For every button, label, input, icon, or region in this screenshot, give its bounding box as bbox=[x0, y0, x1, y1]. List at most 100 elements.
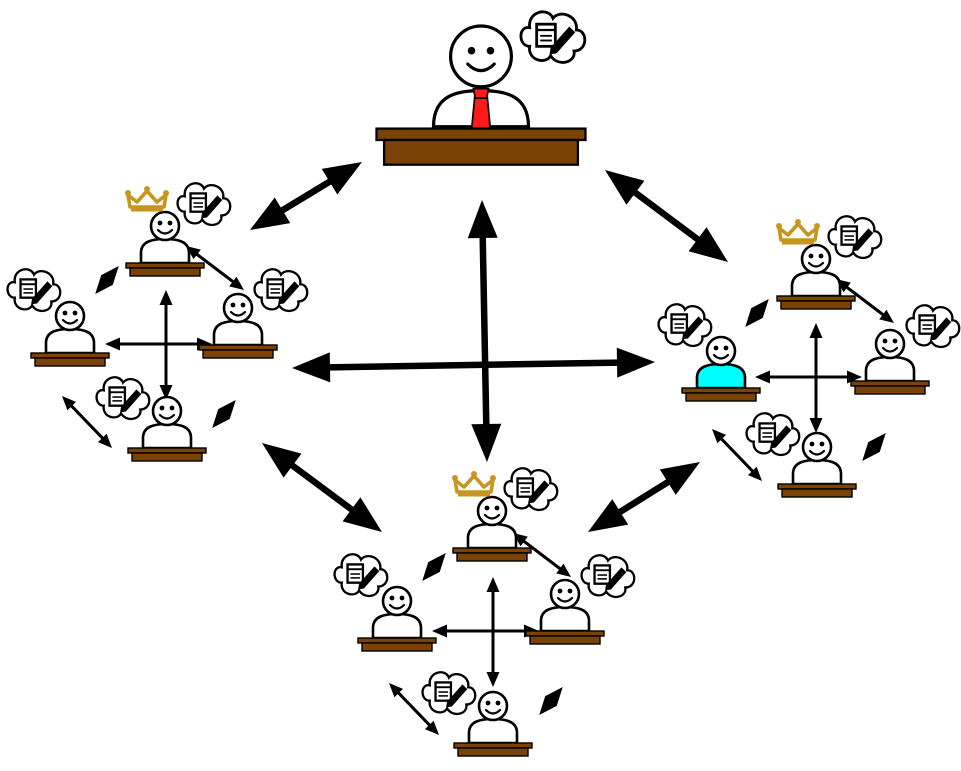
desk-front bbox=[34, 357, 106, 367]
edge-g1-leader-to-g3-leader-head bbox=[342, 497, 382, 532]
g1-dart-upper bbox=[95, 265, 119, 295]
g3-horizontal-arrow bbox=[432, 624, 539, 638]
notepad-pencil-icon bbox=[333, 553, 389, 598]
g2-diagonal-arrow-lower-head bbox=[747, 466, 762, 481]
smile bbox=[881, 346, 899, 353]
g3-diagonal-arrow-lower-head bbox=[424, 720, 439, 735]
edge-g2-leader-to-g3-leader bbox=[588, 462, 700, 532]
desk-top bbox=[127, 447, 207, 454]
edge-teacher-to-g2-leader bbox=[605, 170, 728, 262]
student-body bbox=[466, 522, 518, 550]
student-head bbox=[874, 328, 906, 360]
g3-horizontal-arrow-head bbox=[432, 624, 447, 638]
g3-vertical-arrow-head bbox=[486, 577, 500, 592]
eye bbox=[169, 405, 175, 411]
desk-front bbox=[781, 488, 853, 498]
teacher-desk-front bbox=[382, 138, 580, 166]
notepad-pencil-icon bbox=[657, 303, 713, 348]
edge-g2-leader-to-g3-leader-head bbox=[659, 462, 700, 495]
student-head bbox=[800, 243, 832, 275]
desk-top bbox=[850, 380, 930, 387]
desk-front bbox=[685, 392, 757, 402]
student-head bbox=[549, 578, 581, 610]
notepad-pencil-icon bbox=[6, 268, 62, 313]
desk-top bbox=[681, 387, 761, 394]
eye bbox=[723, 345, 729, 351]
student-head bbox=[149, 210, 181, 242]
g1-vertical-arrow-head bbox=[159, 290, 173, 305]
eye bbox=[399, 595, 405, 601]
edge-g1-leader-to-g2-leader-head bbox=[292, 352, 331, 383]
student-body bbox=[467, 717, 519, 745]
g3-diagonal-arrow-lower-shaft bbox=[396, 690, 432, 728]
desk-top bbox=[453, 742, 533, 749]
eye bbox=[159, 405, 165, 411]
eye bbox=[72, 310, 78, 316]
notepad-pencil-icon bbox=[745, 412, 801, 457]
student-body bbox=[44, 327, 96, 355]
node-g1-leader bbox=[125, 210, 205, 277]
crown-icon bbox=[774, 217, 822, 245]
desk-front bbox=[529, 635, 601, 645]
edge-teacher-to-g3-leader-head bbox=[471, 423, 502, 462]
student-body bbox=[139, 237, 191, 265]
desk-top bbox=[357, 637, 437, 644]
edge-teacher-to-g1-leader-head bbox=[250, 197, 291, 230]
g2-horizontal-arrow bbox=[755, 370, 862, 384]
node-g2-member-highlighted bbox=[681, 335, 761, 402]
student-body bbox=[371, 612, 423, 640]
g1-diagonal-arrow-upper-head bbox=[229, 276, 244, 290]
smile bbox=[466, 62, 496, 73]
node-g3-member-left bbox=[357, 585, 437, 652]
eye bbox=[495, 700, 501, 706]
smile bbox=[483, 513, 501, 520]
student-body bbox=[790, 270, 842, 298]
g2-vertical-arrow-head bbox=[809, 323, 823, 338]
desk-top bbox=[776, 295, 856, 302]
eye bbox=[230, 302, 236, 308]
g3-dart-upper bbox=[422, 552, 446, 582]
crown-icon bbox=[450, 469, 498, 497]
desk-front bbox=[202, 349, 274, 359]
g1-dart-lower bbox=[212, 399, 236, 429]
g1-horizontal-arrow bbox=[105, 337, 212, 351]
edge-g1-leader-to-g2-leader-head bbox=[616, 347, 655, 378]
desk-top bbox=[125, 262, 205, 269]
student-body bbox=[212, 319, 264, 347]
g2-dart-lower bbox=[862, 432, 886, 462]
student-head bbox=[151, 395, 183, 427]
edge-teacher-to-g2-leader-head bbox=[688, 227, 728, 262]
crown-icon bbox=[123, 184, 171, 212]
smile bbox=[556, 596, 574, 603]
g2-diagonal-arrow-upper-head bbox=[879, 309, 894, 323]
g3-vertical-arrow-head bbox=[486, 672, 500, 687]
g1-diagonal-arrow-lower-head bbox=[97, 433, 112, 448]
smile bbox=[229, 310, 247, 317]
edge-teacher-to-g3-leader-shaft bbox=[479, 235, 490, 427]
g3-diagonal-arrow-upper-shaft bbox=[521, 539, 563, 571]
node-g3-member-right bbox=[525, 578, 605, 645]
edge-g1-leader-to-g3-leader-head bbox=[262, 443, 302, 478]
g3-dart-lower bbox=[539, 686, 563, 716]
desk-front bbox=[457, 747, 529, 757]
eye bbox=[892, 338, 898, 344]
g2-diagonal-arrow-lower-shaft bbox=[719, 436, 755, 474]
tie-knot bbox=[472, 87, 490, 100]
eye bbox=[809, 441, 815, 447]
eye bbox=[486, 46, 495, 55]
notepad-pencil-icon bbox=[519, 10, 587, 64]
edge-g1-leader-to-g3-leader bbox=[262, 443, 382, 532]
teacher-head bbox=[448, 24, 514, 89]
smile bbox=[808, 449, 826, 456]
g2-vertical-arrow-head bbox=[809, 418, 823, 433]
notepad-pencil-icon bbox=[253, 268, 309, 313]
teacher-desk-top bbox=[375, 127, 587, 142]
eye bbox=[467, 46, 476, 55]
student-head bbox=[381, 585, 413, 617]
desk-top bbox=[198, 344, 278, 351]
student-head bbox=[476, 495, 508, 527]
edge-teacher-to-g1-leader bbox=[250, 162, 362, 230]
eye bbox=[157, 220, 163, 226]
desk-top bbox=[452, 547, 532, 554]
